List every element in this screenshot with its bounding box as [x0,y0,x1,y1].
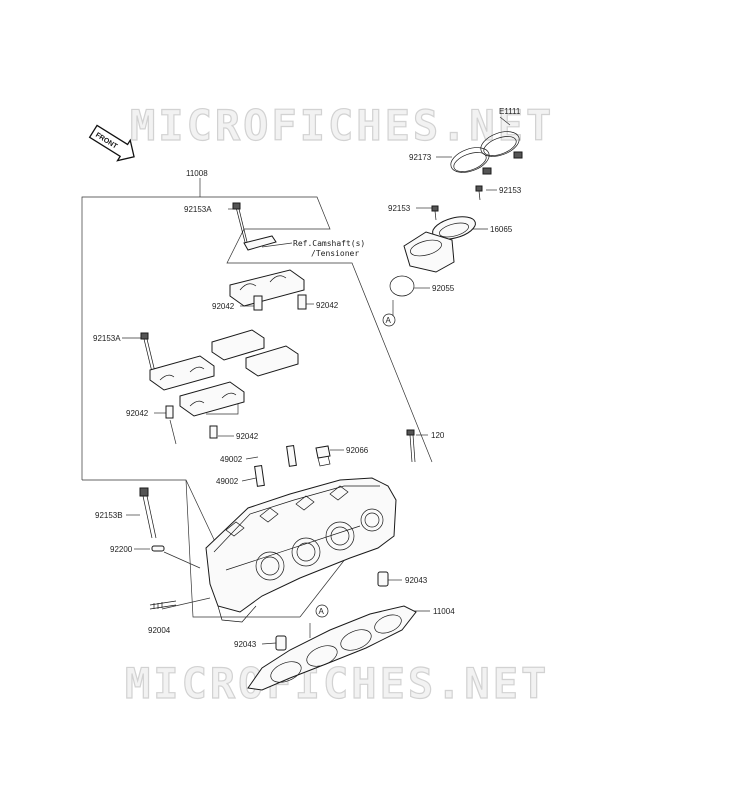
cylinder-head [205,477,397,623]
part-label-92004: 92004 [148,626,171,635]
part-label-92200: 92200 [110,545,133,554]
dowel-92043-a [377,571,389,587]
screw-92153-right [475,185,483,201]
washer-92200 [151,545,165,552]
stud-92004 [149,600,177,610]
screw-92153-left [431,205,439,221]
bolt-92153A-left [140,332,156,373]
ref-note-line2: /Tensioner [311,249,359,258]
dowel-92043-b [275,635,287,651]
gasket-11004 [247,605,417,691]
svg-text:A: A [386,316,392,325]
part-label-92043-b: 92043 [234,640,257,649]
svg-text:A: A [319,607,325,616]
tensioner-plate [243,235,277,251]
part-label-16065: 16065 [490,225,513,234]
part-label-92153A-left: 92153A [93,334,121,343]
circle-ref-a-top: A [382,313,396,327]
dowel-92042-d [209,425,218,439]
part-label-92173: 92173 [409,153,432,162]
cam-cap-4 [179,381,245,417]
o-ring-92055 [389,275,415,297]
throttle-holder-16065 [403,216,476,273]
guide-49002-a [286,444,297,467]
part-label-120: 120 [431,431,445,440]
ref-note-line1: Ref.Camshaft(s) [293,239,365,248]
stud-120 [406,429,416,463]
clamp-E1111 [480,131,523,159]
plug-92066 [315,445,331,467]
part-label-92153A-top: 92153A [184,205,212,214]
part-label-92066: 92066 [346,446,369,455]
part-label-E1111: E1111 [499,107,521,116]
part-label-92042-c: 92042 [126,409,149,418]
cam-cap-3 [245,345,299,377]
part-label-11008: 11008 [186,169,208,178]
guide-49002-b [254,464,265,487]
part-label-92043-a: 92043 [405,576,428,585]
part-label-49002-b: 49002 [216,477,239,486]
dowel-92042-c [165,405,174,419]
part-label-49002-a: 49002 [220,455,243,464]
part-label-92042-b: 92042 [316,301,339,310]
watermark-top: MICROFICHES.NET [130,101,554,150]
cam-cap-2 [211,329,265,361]
part-label-92153B: 92153B [95,511,123,520]
clamp-92173 [450,147,492,175]
part-label-92042-a: 92042 [212,302,235,311]
circle-ref-a-bottom: A [315,604,329,618]
part-label-92153-right: 92153 [499,186,522,195]
part-label-11004: 11004 [433,607,455,616]
cam-cap-top [229,269,305,307]
cam-cap-1 [149,355,215,391]
part-label-92055: 92055 [432,284,455,293]
part-label-92153-left: 92153 [388,204,411,213]
dowel-92042-a [253,295,263,311]
bolt-92153B [139,487,157,539]
dowel-92042-b [297,294,307,310]
bolt-92153A-top [232,202,249,247]
watermark-bottom: MICROFICHES.NET [125,659,549,708]
part-label-92042-d: 92042 [236,432,259,441]
